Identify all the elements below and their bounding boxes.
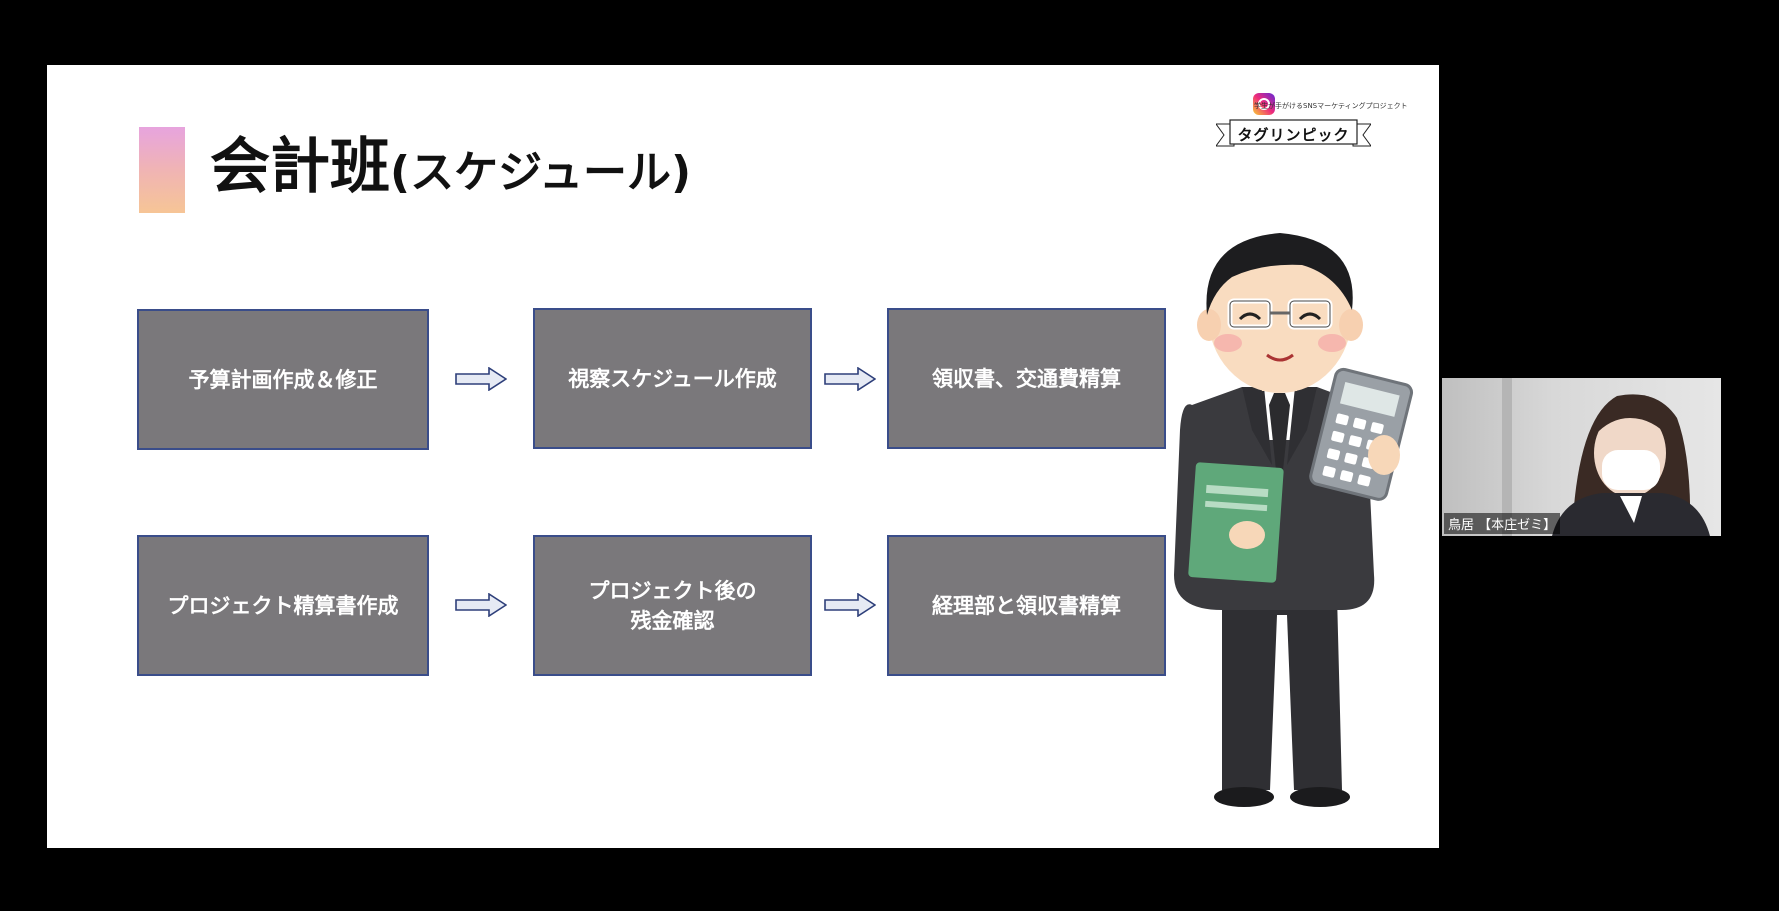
participant-video-tile[interactable]: 鳥居 【本庄ゼミ】 — [1442, 378, 1721, 536]
arrow-right-icon — [824, 593, 876, 617]
tagurinpic-logo: 学生が手がけるSNSマーケティングプロジェクト タグリンピック — [1186, 93, 1408, 163]
participant-name-label: 鳥居 【本庄ゼミ】 — [1444, 513, 1561, 534]
arrow-right-icon — [455, 593, 507, 617]
step-box-receipts-travel: 領収書、交通費精算 — [887, 308, 1166, 449]
step-box-accounting-receipts: 経理部と領収書精算 — [887, 535, 1166, 676]
arrow-right-icon — [824, 367, 876, 391]
step-label: 経理部と領収書精算 — [932, 593, 1121, 618]
logo-ribbon: タグリンピック — [1215, 118, 1372, 148]
logo-name: タグリンピック — [1237, 126, 1350, 144]
presentation-slide: 会計班(スケジュール) 学生が手がけるSNSマーケティングプロジェクト タグリン… — [47, 65, 1439, 848]
step-label: 予算計画作成＆修正 — [188, 367, 378, 392]
instagram-icon — [1253, 93, 1275, 115]
step-label: 領収書、交通費精算 — [932, 366, 1121, 391]
step-box-inspection-schedule: 視察スケジュール作成 — [533, 308, 812, 449]
step-box-budget-plan: 予算計画作成＆修正 — [137, 309, 429, 450]
businessman-calculator-illustration — [1174, 233, 1414, 807]
step-label: プロジェクト後の 残金確認 — [588, 578, 757, 633]
participant-figure — [1502, 378, 1710, 536]
logo-tagline: 学生が手がけるSNSマーケティングプロジェクト — [1254, 102, 1408, 110]
step-label: 視察スケジュール作成 — [568, 366, 777, 391]
title-accent-bar — [139, 127, 185, 213]
slide-title-subtitle: (スケジュール) — [390, 147, 692, 198]
slide-title-main: 会計班 — [210, 132, 390, 202]
step-box-settlement-report: プロジェクト精算書作成 — [137, 535, 429, 676]
ribbon-shape — [1215, 119, 1372, 147]
arrow-right-icon — [455, 367, 507, 391]
step-box-remaining-funds: プロジェクト後の 残金確認 — [533, 535, 812, 676]
slide-title: 会計班(スケジュール) — [210, 117, 691, 223]
step-label: プロジェクト精算書作成 — [167, 593, 399, 618]
